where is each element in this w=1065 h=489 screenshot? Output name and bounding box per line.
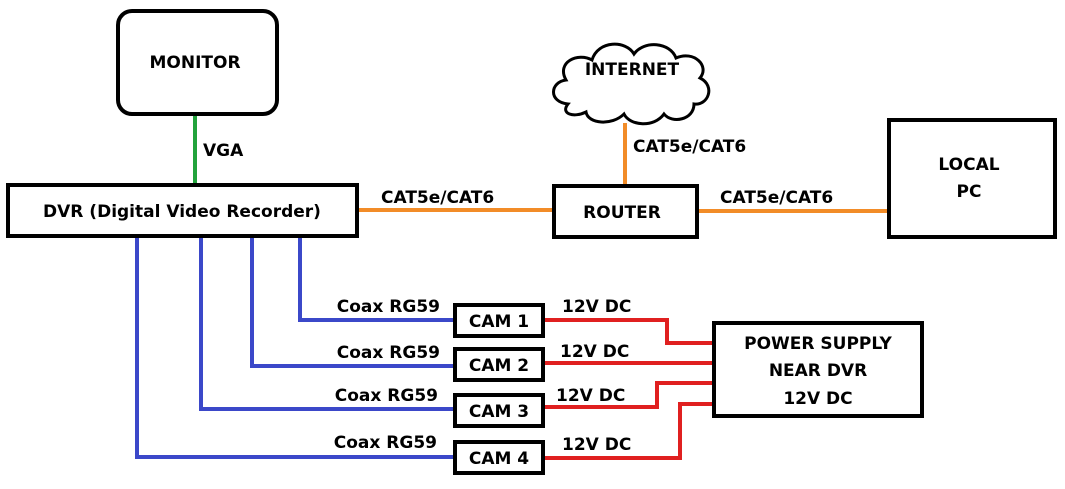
power-label-cam2: 12V DC	[560, 342, 629, 362]
monitor-label: MONITOR	[149, 53, 240, 73]
cam4-box	[453, 440, 545, 475]
local-pc-label-line2: PC	[957, 182, 982, 202]
cam3-node: CAM 3	[453, 393, 545, 428]
dvr-box	[6, 183, 359, 238]
cloud-icon	[552, 42, 711, 126]
power-cable-cam1	[543, 318, 714, 345]
cam1-label: CAM 1	[469, 312, 529, 332]
coax-cable-cam4	[135, 236, 455, 459]
cam2-node: CAM 2	[453, 347, 545, 382]
dvr-node: DVR (Digital Video Recorder)	[6, 183, 359, 238]
power-supply-box	[712, 321, 924, 418]
cam3-label: CAM 3	[469, 402, 529, 422]
internet-label: INTERNET	[585, 60, 680, 80]
power-supply-label-line3: 12V DC	[783, 389, 852, 409]
cam3-box	[453, 393, 545, 428]
monitor-box	[116, 9, 279, 116]
power-cable-cam3	[543, 381, 714, 409]
power-label-cam3: 12V DC	[556, 386, 625, 406]
power-supply-label-line2: NEAR DVR	[769, 361, 867, 381]
cam1-node: CAM 1	[453, 303, 545, 338]
router-node: ROUTER	[552, 184, 699, 239]
power-supply-node: POWER SUPPLY NEAR DVR 12V DC	[712, 321, 924, 418]
cam4-label: CAM 4	[469, 449, 529, 469]
coax-label-cam2: Coax RG59	[337, 343, 440, 363]
coax-label-cam1: Coax RG59	[337, 297, 440, 317]
monitor-node: MONITOR	[116, 9, 279, 116]
ethernet-label-internet-router: CAT5e/CAT6	[633, 137, 746, 157]
cam2-label: CAM 2	[469, 356, 529, 376]
router-label: ROUTER	[583, 203, 661, 223]
dvr-label: DVR (Digital Video Recorder)	[43, 202, 321, 222]
local-pc-box	[887, 118, 1057, 239]
internet-node: INTERNET	[552, 42, 711, 126]
local-pc-node: LOCAL PC	[887, 118, 1057, 239]
power-label-cam1: 12V DC	[562, 297, 631, 317]
router-box	[552, 184, 699, 239]
coax-cable-cam1	[298, 236, 455, 322]
coax-label-cam4: Coax RG59	[334, 433, 437, 453]
cam2-box	[453, 347, 545, 382]
coax-cable-cam2	[250, 236, 455, 368]
coax-label-cam3: Coax RG59	[335, 386, 438, 406]
power-cable-cam4	[543, 402, 714, 460]
cam1-box	[453, 303, 545, 338]
vga-label: VGA	[203, 141, 244, 161]
coax-cable-cam3	[199, 236, 455, 411]
power-supply-label-line1: POWER SUPPLY	[744, 334, 892, 354]
cam4-node: CAM 4	[453, 440, 545, 475]
ethernet-label-router-pc: CAT5e/CAT6	[720, 188, 833, 208]
power-label-cam4: 12V DC	[562, 435, 631, 455]
local-pc-label-line1: LOCAL	[938, 155, 999, 175]
ethernet-label-dvr-router: CAT5e/CAT6	[381, 188, 494, 208]
